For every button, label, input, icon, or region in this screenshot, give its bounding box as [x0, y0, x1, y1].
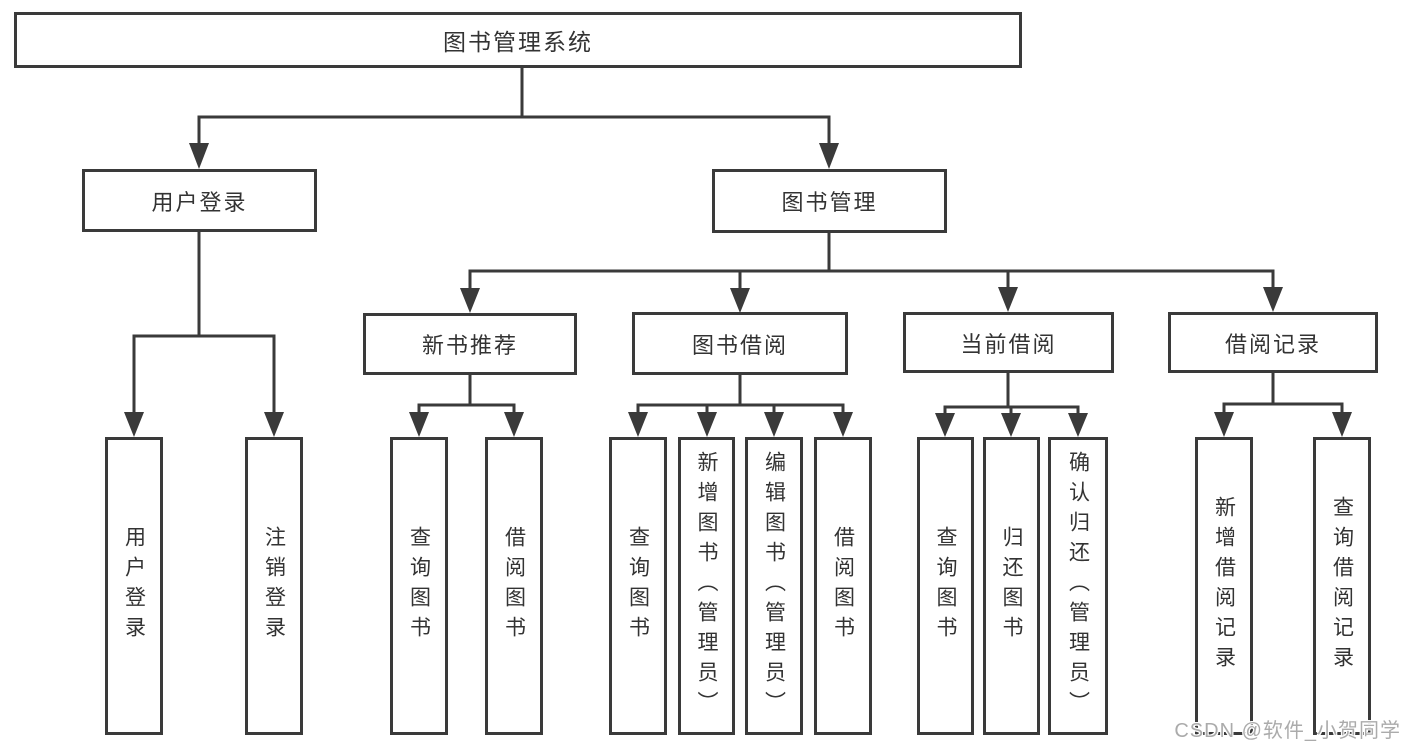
node-label: 借阅图书 — [831, 526, 855, 646]
node-borrowing-records: 借阅记录 — [1168, 312, 1378, 373]
node-label: 注销登录 — [262, 526, 286, 646]
arrowhead — [730, 288, 750, 313]
arrowhead — [628, 412, 648, 437]
arrowhead — [1214, 412, 1234, 437]
arrowhead — [264, 412, 284, 437]
leaf-add-borrow-record: 新增借阅记录 — [1195, 437, 1253, 735]
arrowhead — [697, 412, 717, 437]
branch-book-management — [460, 233, 1283, 313]
arrowhead — [1068, 413, 1088, 437]
arrowhead — [460, 288, 480, 313]
node-new-book-recommend: 新书推荐 — [363, 313, 577, 375]
leaf-query-borrow-record: 查询借阅记录 — [1313, 437, 1371, 735]
arrowhead — [1263, 287, 1283, 312]
branch-new-book-recommend — [409, 375, 524, 437]
branch-current-borrowing — [935, 373, 1088, 437]
leaf-logout: 注销登录 — [245, 437, 303, 735]
node-label: 新书推荐 — [421, 333, 518, 358]
node-label: 借阅记录 — [1224, 331, 1321, 357]
arrowhead — [833, 412, 853, 437]
node-label: 当前借阅 — [960, 331, 1057, 357]
node-label: 归还图书 — [1000, 526, 1023, 646]
leaf-query-books-recommend: 查询图书 — [390, 437, 448, 735]
arrowhead — [764, 412, 784, 437]
branch-root — [189, 68, 839, 169]
node-label: 确认归还（管理员） — [1066, 451, 1090, 721]
leaf-user-login: 用户登录 — [105, 437, 163, 735]
node-label: 图书管理 — [781, 190, 878, 215]
branch-user-login — [124, 232, 284, 437]
node-book-borrowing: 图书借阅 — [632, 312, 848, 375]
leaf-add-books-admin: 新增图书（管理员） — [678, 437, 735, 735]
leaf-query-books-borrowing: 查询图书 — [609, 437, 667, 735]
arrowhead — [189, 143, 209, 169]
node-label: 图书借阅 — [691, 332, 788, 358]
arrowhead — [409, 412, 429, 437]
node-current-borrowing: 当前借阅 — [903, 312, 1114, 373]
node-user-login: 用户登录 — [82, 169, 317, 232]
arrowhead — [998, 287, 1018, 312]
node-label: 查询借阅记录 — [1330, 496, 1354, 676]
branch-book-borrowing — [628, 375, 853, 437]
node-label: 新增借阅记录 — [1212, 496, 1236, 676]
branch-borrowing-records — [1214, 373, 1352, 437]
node-label: 新增图书（管理员） — [695, 451, 718, 721]
node-label: 编辑图书（管理员） — [762, 451, 786, 721]
arrowhead — [504, 412, 524, 437]
arrowhead — [819, 143, 839, 169]
arrowhead — [935, 413, 955, 437]
leaf-return-books: 归还图书 — [983, 437, 1040, 735]
arrowhead — [124, 412, 144, 437]
node-label: 查询图书 — [626, 526, 650, 646]
node-label: 用户登录 — [151, 189, 248, 215]
leaf-edit-books-admin: 编辑图书（管理员） — [745, 437, 803, 735]
node-library-management-system: 图书管理系统 — [14, 12, 1022, 68]
node-label: 用户登录 — [122, 526, 146, 646]
node-label: 图书管理系统 — [443, 29, 593, 55]
node-label: 查询图书 — [407, 526, 431, 646]
leaf-confirm-return-admin: 确认归还（管理员） — [1048, 437, 1108, 735]
node-book-management: 图书管理 — [712, 169, 947, 233]
arrowhead — [1332, 412, 1352, 437]
arrowhead — [1001, 413, 1021, 437]
node-label: 查询图书 — [934, 526, 957, 646]
watermark: CSDN @软件_小贺同学 — [1174, 720, 1401, 742]
leaf-query-books-current: 查询图书 — [917, 437, 974, 735]
leaf-borrow-books-recommend: 借阅图书 — [485, 437, 543, 735]
leaf-borrow-books-borrowing: 借阅图书 — [814, 437, 872, 735]
node-label: 借阅图书 — [502, 526, 526, 646]
